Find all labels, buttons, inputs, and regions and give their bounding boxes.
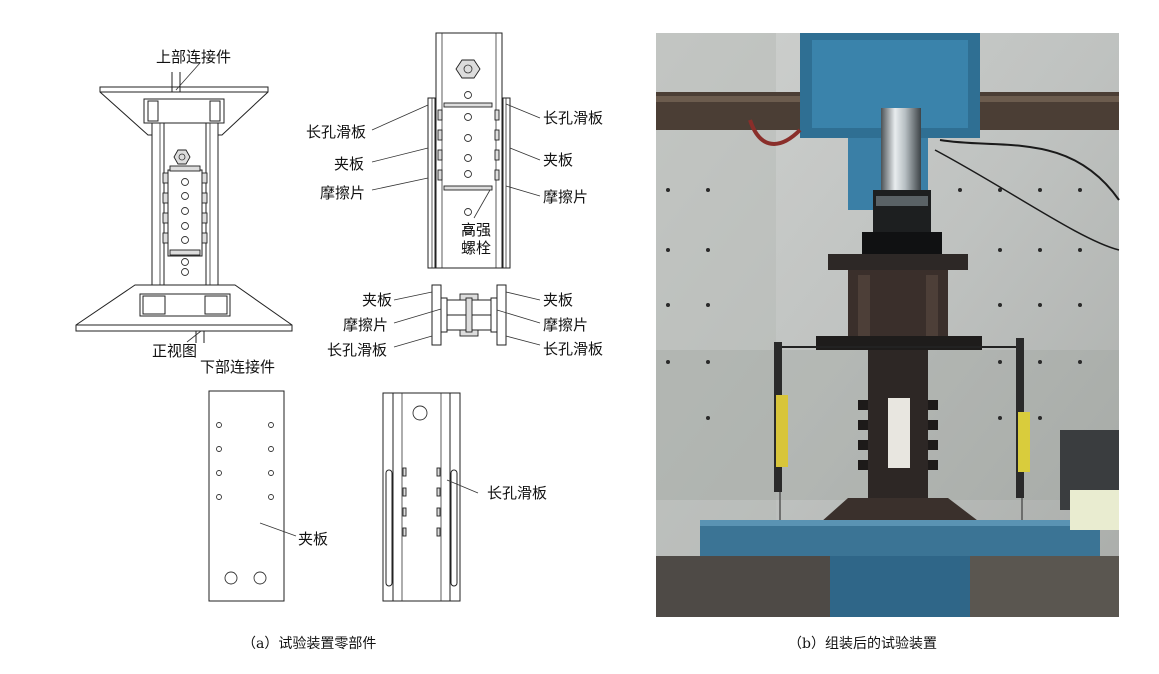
label-slot-plate-right: 长孔滑板: [543, 109, 603, 127]
clamp-plate-detail-drawing: [208, 390, 297, 602]
label-front-view: 正视图: [152, 342, 197, 360]
side-bolt-bottom: [443, 185, 493, 191]
label-sec-slot-right: 长孔滑板: [543, 340, 603, 358]
side-hex-icon: [455, 59, 481, 79]
label-sec-friction-left: 摩擦片: [343, 316, 388, 334]
side-view-drawing: [371, 32, 541, 269]
label-friction-right: 摩擦片: [543, 188, 588, 206]
label-clamp-plate-left: 夹板: [334, 155, 364, 173]
cross-section-drawing: [393, 284, 541, 348]
hex-nut-icon: [173, 149, 191, 165]
label-top-connector: 上部连接件: [156, 48, 231, 66]
label-sec-friction-right: 摩擦片: [543, 316, 588, 334]
front-holes: [181, 178, 189, 276]
label-sec-clamp-right: 夹板: [543, 291, 573, 309]
caption-b: （b）组装后的试验装置: [788, 636, 937, 652]
label-slot-plate-detail: 长孔滑板: [487, 484, 547, 502]
label-clamp-plate-right: 夹板: [543, 151, 573, 169]
label-clamp-plate-detail: 夹板: [298, 530, 328, 548]
label-bolt-1: 高强: [461, 221, 491, 239]
slot-plate-detail-drawing: [382, 392, 479, 602]
label-sec-clamp-left: 夹板: [362, 291, 392, 309]
side-bolt-top: [443, 102, 493, 108]
assembled-photo: [656, 33, 1120, 617]
label-bottom-connector: 下部连接件: [200, 358, 275, 376]
front-view-drawing: [75, 62, 293, 343]
label-sec-slot-left: 长孔滑板: [327, 341, 387, 359]
caption-a: （a）试验装置零部件: [242, 636, 376, 652]
side-friction-pads: [437, 109, 500, 181]
label-bolt-2: 螺栓: [461, 239, 491, 257]
label-slot-plate-left: 长孔滑板: [306, 123, 366, 141]
front-bolt-bar-top: [169, 165, 201, 172]
front-bolt-bar-bottom: [169, 249, 201, 256]
label-friction-left: 摩擦片: [320, 184, 365, 202]
front-bolt-heads: [162, 172, 208, 244]
side-holes: [464, 91, 472, 234]
